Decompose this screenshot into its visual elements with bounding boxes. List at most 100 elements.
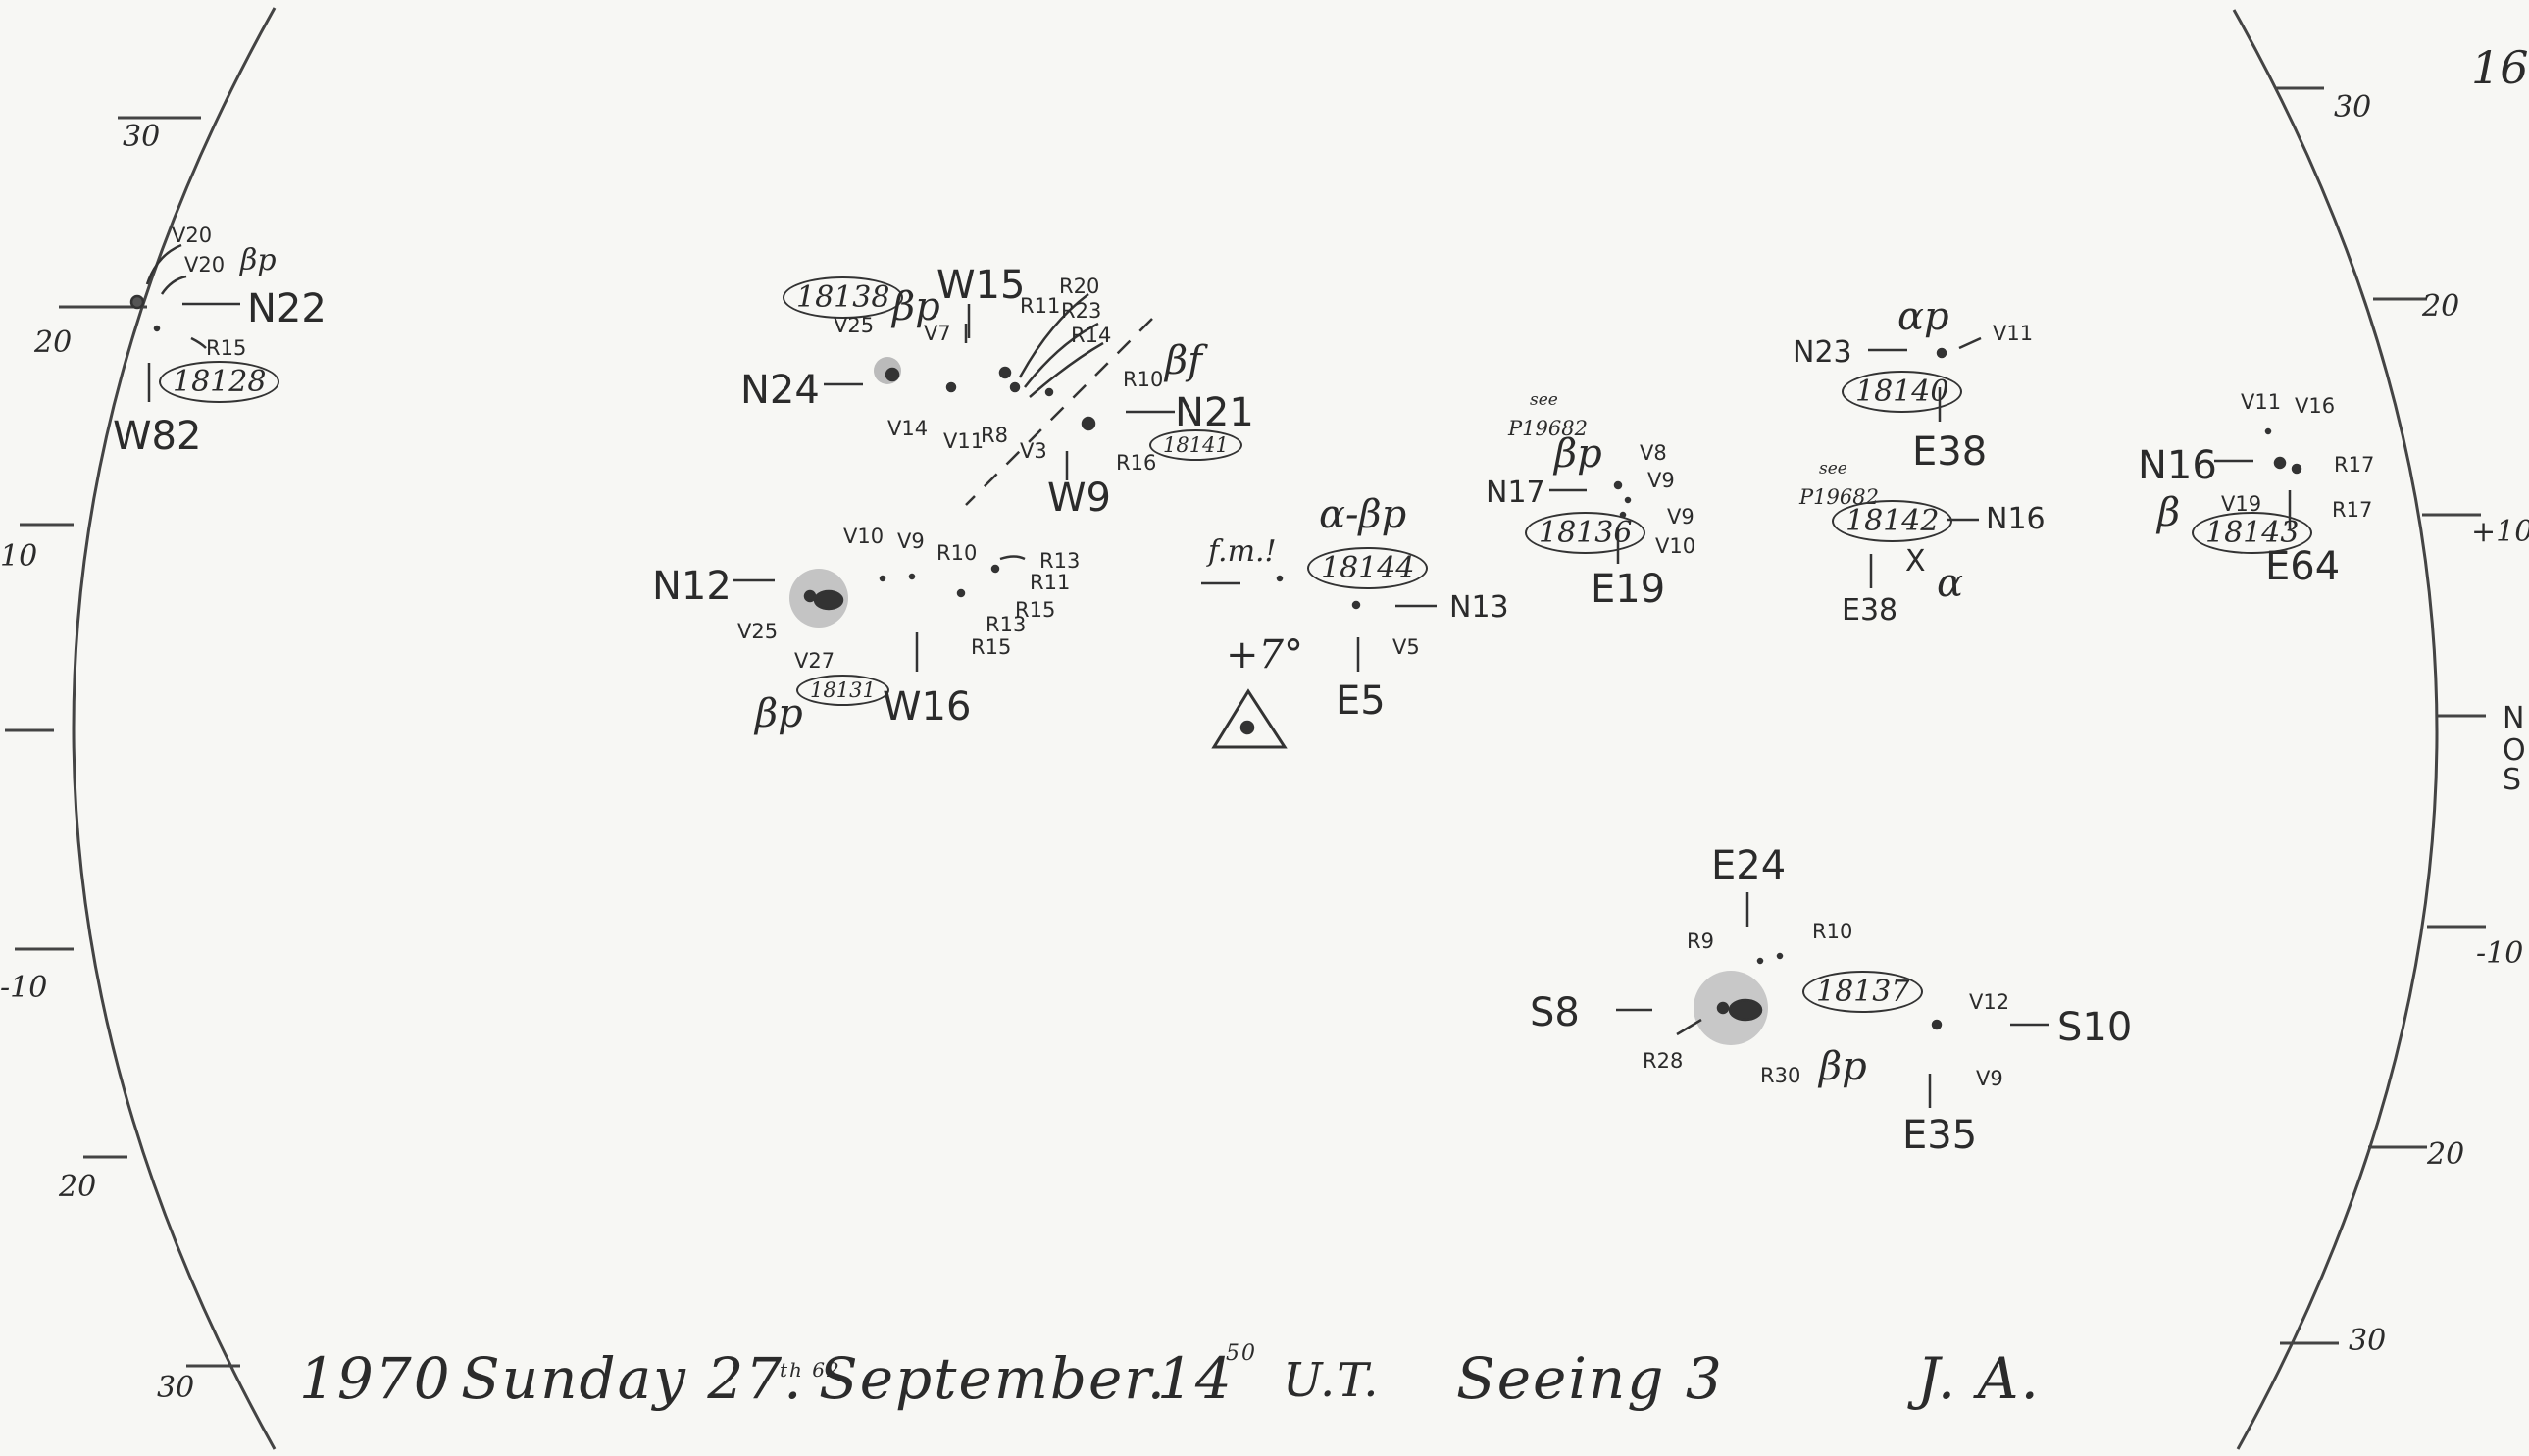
label-r8: R8 [981, 424, 1008, 447]
lat-18136: N17 [1486, 476, 1545, 510]
label-r10: R10 [1123, 368, 1164, 391]
type-18143: β [2157, 490, 2181, 535]
region-18141: 18141 [1149, 429, 1242, 461]
label-r30: R30 [1760, 1064, 1801, 1087]
region-18144: 18144 [1307, 547, 1429, 589]
label-v25-b: V25 [737, 620, 779, 643]
label-v11-b: V11 [1993, 322, 2034, 345]
footer-seeing: Seeing 3 [1456, 1345, 1724, 1412]
label-r9: R9 [1687, 929, 1714, 953]
region-18137: 18137 [1802, 971, 1924, 1013]
left-scale-ticks [5, 116, 240, 1368]
footer-year: 1970 [299, 1345, 452, 1412]
label-r16: R16 [1116, 451, 1157, 475]
lat-18144: N13 [1449, 590, 1509, 625]
label-v12: V12 [1969, 990, 2010, 1014]
type-18142: α [1937, 561, 1964, 606]
label-v9-c: V9 [1667, 505, 1694, 528]
lat-18141: N21 [1175, 390, 1254, 435]
label-v20-a: V20 [172, 224, 213, 247]
mark-18142: X [1905, 544, 1926, 578]
left-scale-label-20: 20 [34, 326, 73, 360]
pos-18142: E38 [1842, 593, 1898, 628]
region-18140: 18140 [1842, 371, 1963, 413]
label-v16: V16 [2295, 394, 2336, 418]
lat-s10: S10 [2057, 1005, 2133, 1050]
region-18143: 18143 [2192, 512, 2313, 554]
right-scale-ticks [2275, 86, 2486, 1345]
right-scale-label-20b: 20 [2427, 1137, 2465, 1172]
note-18144: f.m.! [1208, 534, 1277, 569]
label-r17-b: R17 [2332, 498, 2373, 522]
page-number: 16 [2471, 41, 2529, 94]
ref-note-18142: see [1819, 459, 1847, 478]
label-v20-b: V20 [184, 253, 226, 276]
right-scale-label-30: 30 [2334, 90, 2372, 125]
pos-18128: W82 [113, 414, 202, 459]
label-v3: V3 [1020, 439, 1047, 463]
lat-18140: N23 [1793, 335, 1852, 370]
left-scale-label-30b: 30 [157, 1371, 195, 1405]
footer-hour: 14 [1157, 1345, 1234, 1412]
label-v10-b: V10 [1655, 534, 1696, 558]
label-r10-c: R10 [1812, 920, 1853, 943]
type-18136: βp [1554, 431, 1602, 477]
label-v5: V5 [1392, 635, 1420, 659]
group-18128-marks [129, 243, 240, 402]
type-18140: αp [1897, 294, 1949, 339]
type-18144: α-βp [1319, 492, 1407, 537]
region-18138: 18138 [783, 276, 904, 319]
group-18137-marks [1616, 892, 1784, 1045]
pos-18137: E24 [1711, 843, 1787, 888]
label-r13-b: R13 [986, 613, 1027, 636]
center-angle: +7° [1226, 632, 1303, 678]
group-s10-marks [1928, 1019, 2049, 1108]
label-r28: R28 [1643, 1049, 1684, 1073]
footer-date: Sunday 27. [461, 1345, 804, 1412]
label-v11: V11 [943, 429, 985, 453]
label-r15-c: R15 [971, 635, 1012, 659]
left-scale-label-20b: 20 [59, 1170, 97, 1204]
ref-18136: P19682 [1508, 417, 1588, 440]
group-18138-marks [824, 293, 1175, 506]
pos-18141: W9 [1047, 476, 1111, 521]
label-v9-d: V9 [1976, 1067, 2003, 1090]
label-r23: R23 [1061, 299, 1102, 323]
type-18138: βp [892, 284, 940, 329]
label-r17: R17 [2334, 453, 2375, 477]
type-18131: βp [755, 691, 803, 736]
lat-18138: N24 [740, 368, 820, 413]
left-scale-label-30: 30 [123, 120, 161, 154]
ref-note-18136: see [1530, 390, 1558, 410]
footer-suffix: th 62 [780, 1358, 841, 1381]
footer-initials: J. A. [1917, 1345, 2041, 1412]
pos-18136: E19 [1591, 567, 1666, 612]
label-v25: V25 [834, 314, 875, 337]
left-limb-arc [72, 7, 277, 1450]
right-scale-label-minus10: -10 [2476, 936, 2524, 971]
footer-ut: U.T. [1283, 1353, 1381, 1408]
type-18141: βf [1165, 338, 1202, 383]
label-v14: V14 [887, 417, 929, 440]
lat-18131: N12 [652, 564, 732, 609]
label-r13: R13 [1039, 549, 1081, 573]
group-18144-marks [1201, 575, 1437, 749]
label-r15-b: R15 [1015, 598, 1056, 622]
footer-minute: 50 [1226, 1341, 1257, 1366]
footer-month: September. [819, 1345, 1168, 1412]
right-scale-label-plus10: +10 [2471, 515, 2529, 549]
type-18137: βp [1819, 1044, 1867, 1089]
label-r11: R11 [1020, 294, 1061, 318]
label-v10: V10 [843, 525, 885, 548]
type-18128: βp [240, 243, 277, 277]
pos-18131: W16 [883, 684, 972, 729]
label-r15: R15 [206, 336, 247, 360]
pos-18144: E5 [1336, 678, 1386, 724]
label-r11: R11 [1030, 571, 1071, 594]
region-18131: 18131 [796, 675, 889, 706]
label-v7: V7 [924, 322, 951, 345]
label-r10-b: R10 [936, 541, 978, 565]
label-v27: V27 [794, 649, 835, 673]
right-scale-n: N [2503, 701, 2525, 735]
